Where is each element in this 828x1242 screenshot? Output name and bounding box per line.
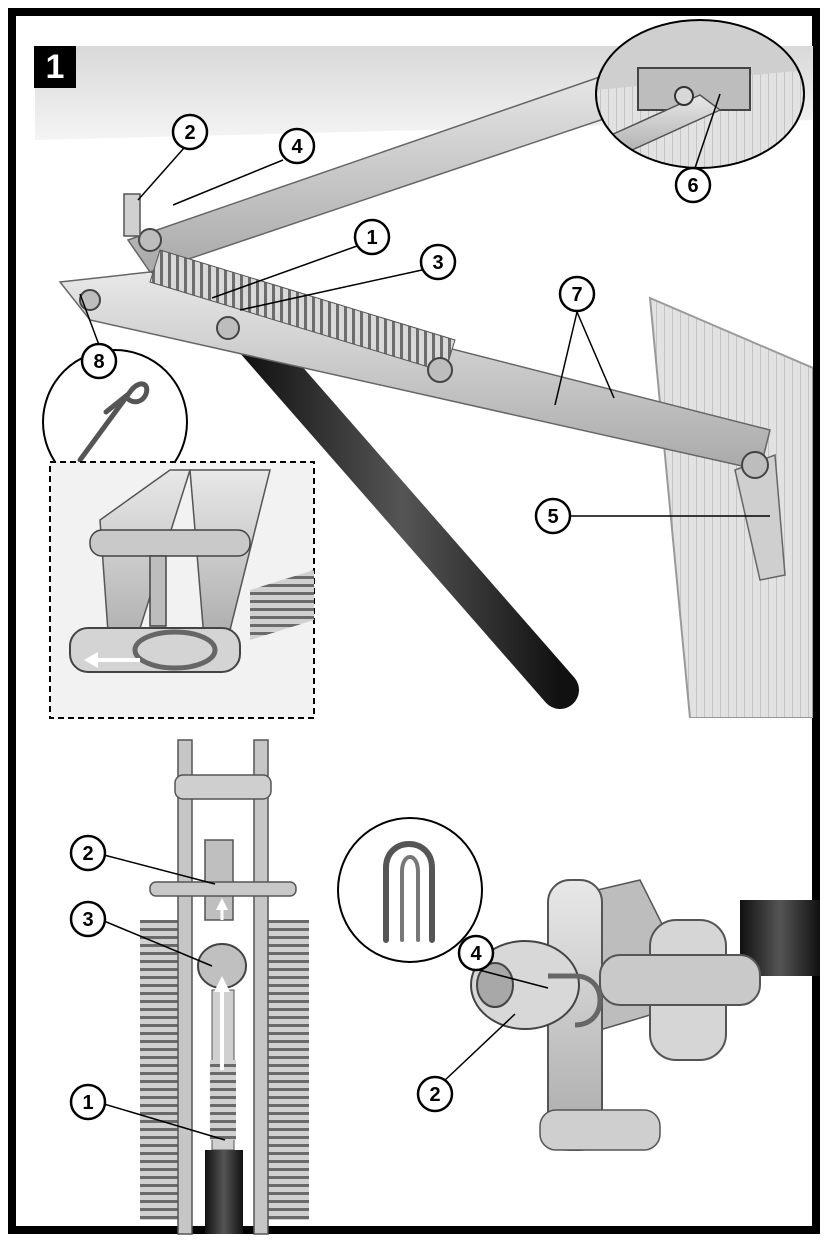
callout-top-3: 3	[419, 243, 457, 281]
svg-text:1: 1	[366, 227, 377, 249]
svg-text:3: 3	[82, 909, 93, 931]
svg-text:3: 3	[432, 252, 443, 274]
step-number-badge: 1	[34, 46, 76, 88]
callout-top-6: 6	[674, 166, 712, 204]
callout-top-5: 5	[534, 497, 572, 535]
svg-text:5: 5	[547, 506, 558, 528]
callout-top-4: 4	[278, 127, 316, 165]
callout-top-1: 1	[353, 218, 391, 256]
callout-bottom-left-3: 3	[69, 900, 107, 938]
svg-text:4: 4	[470, 943, 482, 965]
pin-insertion-inset	[49, 461, 315, 719]
svg-text:7: 7	[571, 284, 582, 306]
bottom-left-photo	[140, 739, 309, 1235]
svg-text:2: 2	[184, 122, 195, 144]
callout-bottom-left-2: 2	[69, 834, 107, 872]
callouts-bottom-left: 2 3 1	[69, 834, 226, 1141]
callout-top-7: 7	[558, 275, 596, 313]
callout-bottom-right-2: 2	[416, 1075, 454, 1113]
callout-top-8: 8	[80, 342, 118, 380]
svg-text:6: 6	[687, 175, 698, 197]
magnifier-detail-6	[595, 19, 805, 169]
figure-frame	[8, 8, 820, 1234]
svg-text:2: 2	[429, 1084, 440, 1106]
svg-text:4: 4	[291, 136, 303, 158]
callouts-bottom-right: 4 2	[416, 934, 549, 1113]
callouts-top: 2 4 1 3 7 6 8	[79, 93, 770, 535]
svg-text:1: 1	[82, 1092, 93, 1114]
callout-bottom-left-1: 1	[69, 1083, 107, 1121]
svg-text:8: 8	[93, 351, 104, 373]
bottom-right-photo	[337, 817, 820, 1151]
callout-top-2: 2	[171, 113, 209, 151]
svg-text:2: 2	[82, 843, 93, 865]
callout-bottom-right-4: 4	[457, 934, 495, 972]
